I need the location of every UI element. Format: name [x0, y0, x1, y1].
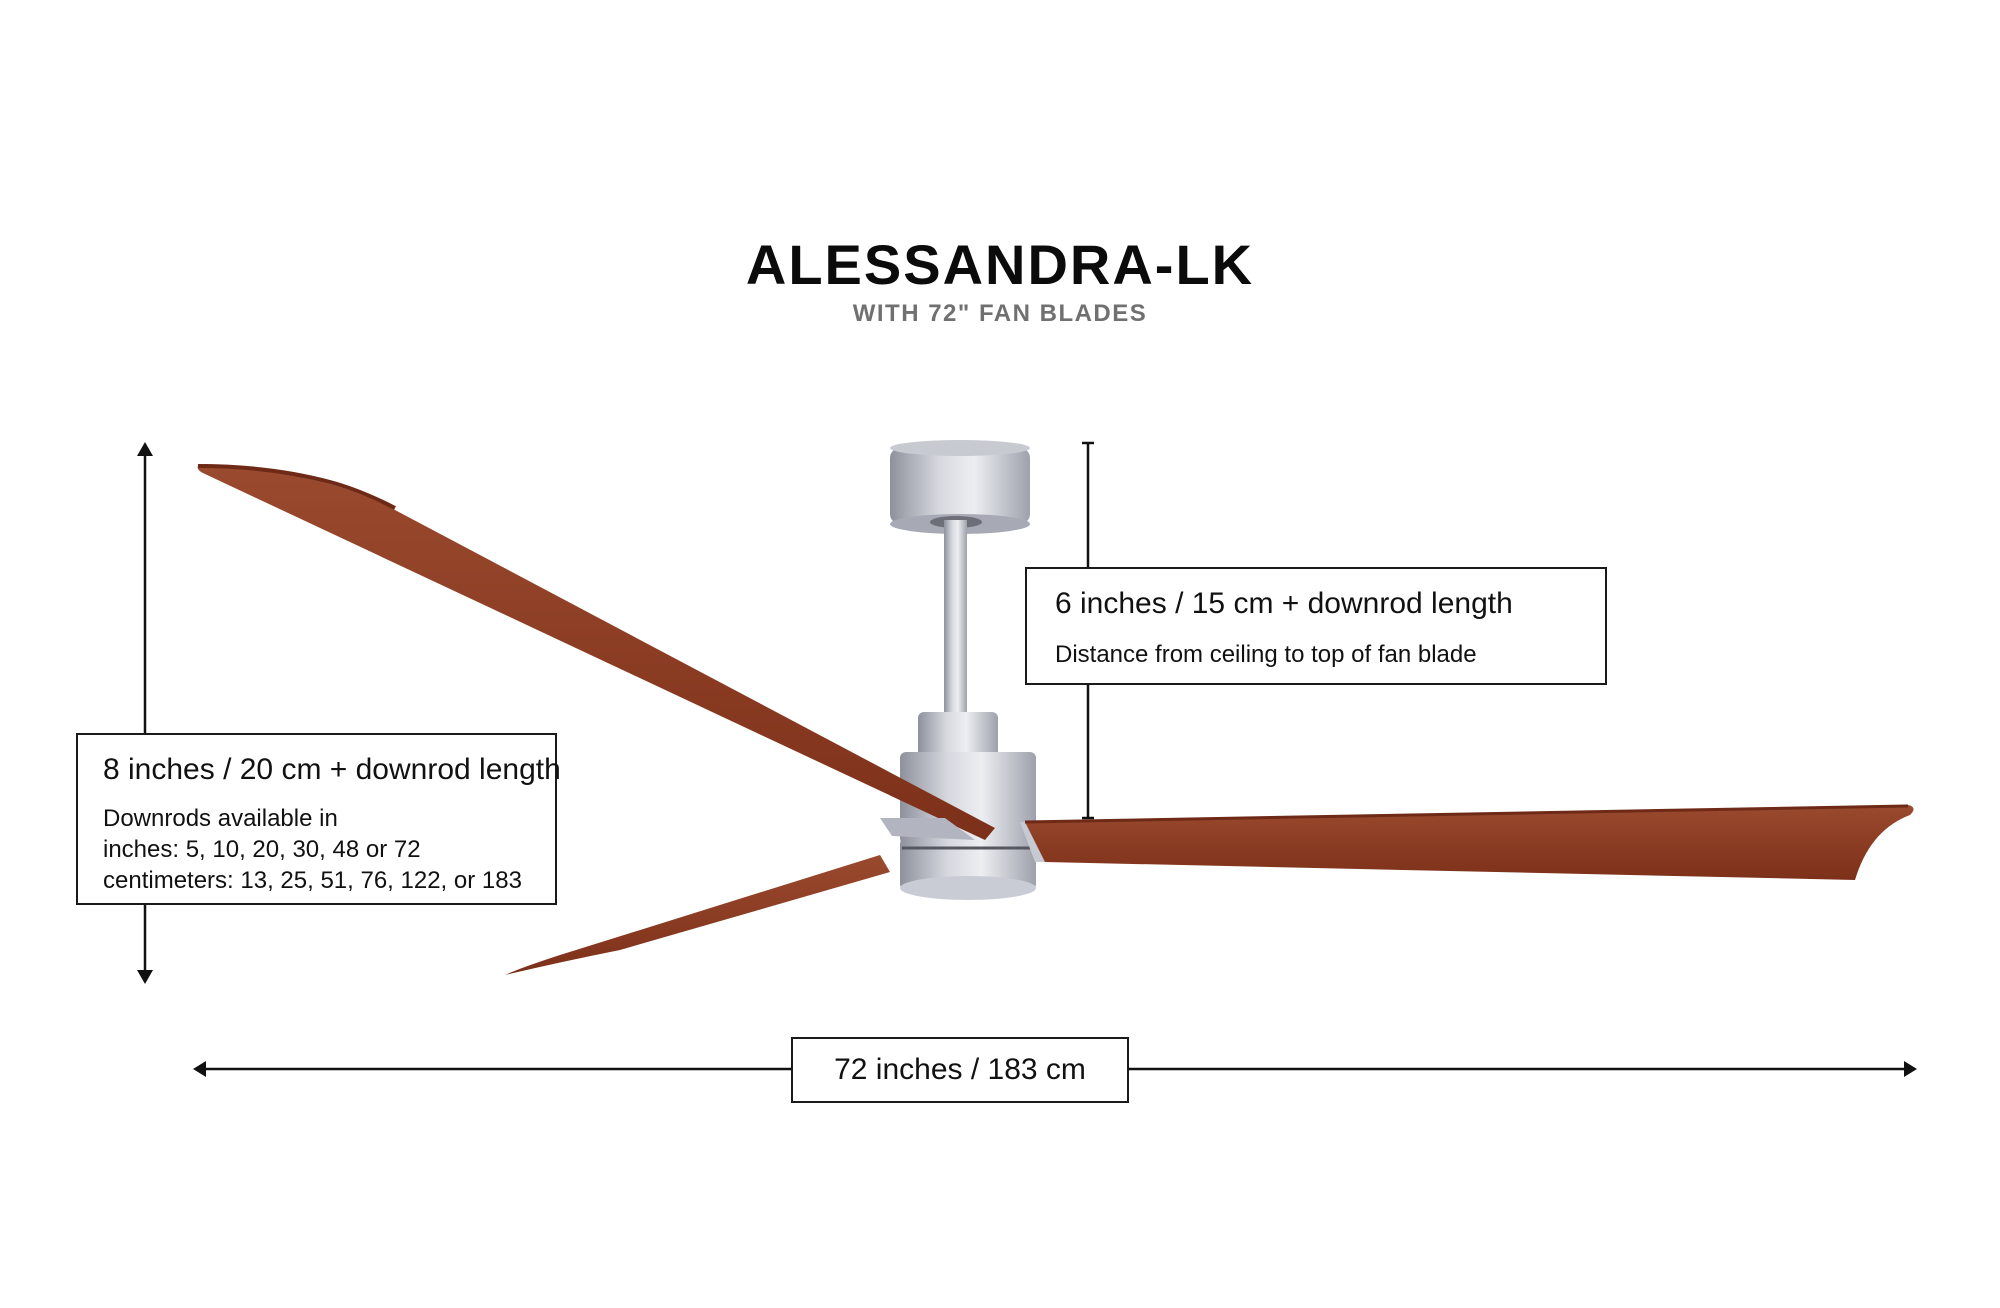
ceiling-distance-value: 6 inches / 15 cm + downrod length	[1055, 587, 1513, 620]
ceiling-distance-callout: 6 inches / 15 cm + downrod length Distan…	[1025, 567, 1607, 685]
ceiling-distance-description: Distance from ceiling to top of fan blad…	[1055, 641, 1477, 668]
ceiling-dimension-line	[1082, 441, 1094, 820]
ceiling-canopy	[890, 440, 1030, 534]
downrod-centimeters-line: centimeters: 13, 25, 51, 76, 122, or 183	[103, 867, 522, 894]
product-title: ALESSANDRA-LK	[745, 233, 1255, 296]
arrow-left-icon	[193, 1061, 206, 1077]
fan-blade-lower-left	[505, 855, 890, 975]
overall-height-callout: 8 inches / 20 cm + downrod length Downro…	[76, 733, 561, 905]
downrod-note-line: Downrods available in	[103, 805, 338, 832]
product-subtitle: WITH 72" FAN BLADES	[852, 300, 1148, 327]
blade-bracket-left	[880, 818, 975, 840]
fan-blade-right	[1025, 805, 1914, 880]
height-dimension-line	[137, 442, 153, 984]
arrow-right-icon	[1904, 1061, 1917, 1077]
span-dimension-line	[193, 1061, 1917, 1077]
arrow-down-icon	[137, 970, 153, 984]
blade-span-callout: 72 inches / 183 cm	[791, 1037, 1129, 1103]
downrod-inches-line: inches: 5, 10, 20, 30, 48 or 72	[103, 836, 421, 863]
blade-span-value: 72 inches / 183 cm	[834, 1053, 1086, 1086]
downrod	[944, 520, 967, 720]
fan-blade-upper-left	[197, 464, 996, 840]
overall-height-value: 8 inches / 20 cm + downrod length	[103, 753, 561, 786]
arrow-up-icon	[137, 442, 153, 456]
